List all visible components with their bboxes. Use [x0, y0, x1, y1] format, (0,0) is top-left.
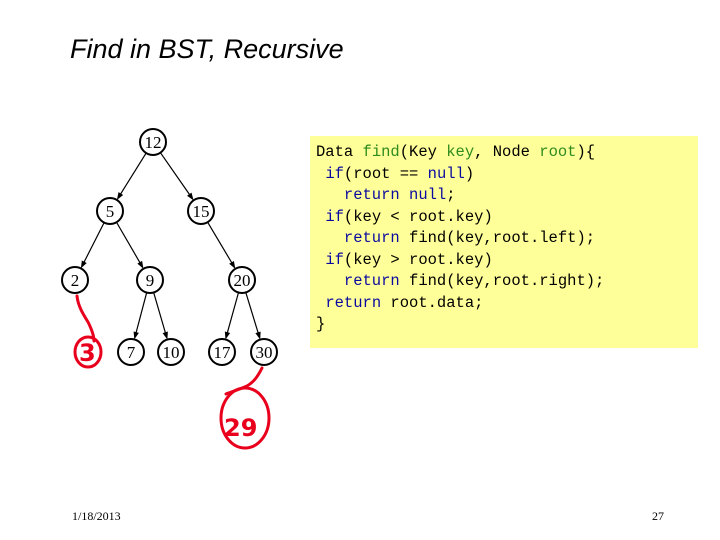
tree-node-label-30: 30 [256, 343, 273, 362]
tree-node-label-2: 2 [71, 271, 80, 290]
edge-n5-n9 [116, 221, 143, 267]
code-token: return [343, 272, 400, 290]
code-token: key [446, 143, 475, 161]
tree-node-15 [187, 197, 215, 225]
code-token: find [362, 143, 400, 161]
code-token: ; [446, 186, 456, 204]
tree-node-label-7: 7 [127, 343, 136, 362]
code-token [316, 251, 325, 269]
code-panel: Data find(Key key, Node root){ if(root =… [310, 136, 698, 348]
tree-node-label-15: 15 [193, 202, 210, 221]
code-token: null [427, 164, 465, 183]
code-line: if(key < root.key) [316, 207, 493, 229]
arrowhead-n9-n10 [162, 331, 168, 340]
code-token: (Key [399, 143, 447, 161]
tree-node-17 [208, 338, 236, 366]
tree-node-label-12: 12 [145, 133, 162, 152]
code-line: return root.data; [316, 293, 483, 315]
arrowhead-n12-n5 [116, 192, 124, 200]
arrowhead-n20-n30 [255, 331, 261, 340]
edge-n5-n2 [81, 222, 105, 267]
code-token: return [325, 293, 382, 312]
arrowhead-n15-n20 [229, 260, 236, 269]
tree-node-7 [117, 338, 145, 366]
tree-edges [80, 152, 261, 340]
code-token: (key < root.key) [343, 207, 493, 226]
tree-node-5 [96, 197, 124, 225]
tree-node-label-20: 20 [234, 271, 251, 290]
code-line: if(root == null) [316, 164, 474, 186]
code-token: null [409, 186, 447, 204]
code-token: return [343, 229, 400, 247]
edge-n9-n10 [153, 292, 168, 337]
tree-node-2 [61, 266, 89, 294]
arrowhead-n20-n17 [224, 331, 231, 340]
edge-n9-n7 [134, 292, 148, 337]
tree-node-20 [228, 266, 256, 294]
handwritten-label-29: 29 [224, 414, 257, 442]
tree-node-30 [250, 338, 278, 366]
code-token: ) [464, 164, 475, 183]
code-token: } [316, 315, 326, 333]
tree-node-10 [157, 338, 185, 366]
code-token: , Node [474, 143, 540, 161]
code-token: if [325, 207, 344, 226]
code-token: return [343, 186, 400, 204]
tree-node-label-10: 10 [163, 343, 180, 362]
edge-n15-n20 [207, 221, 235, 267]
tree-node-label-5: 5 [106, 202, 115, 221]
code-token: if [325, 250, 344, 269]
arrowhead-n5-n2 [80, 260, 87, 269]
code-token: root [539, 143, 577, 161]
code-token: (key > root.key) [343, 250, 493, 269]
code-token [316, 208, 325, 226]
code-token: root.data; [381, 293, 484, 312]
edge-n12-n5 [117, 152, 147, 198]
code-token [316, 186, 344, 204]
tree-node-9 [136, 266, 164, 294]
code-token: Data [316, 143, 363, 161]
slide-date: 1/18/2013 [72, 509, 121, 523]
tree-node-12 [139, 128, 167, 156]
arrowhead-n5-n9 [137, 260, 144, 269]
tree-node-label-17: 17 [214, 343, 232, 362]
code-line: return find(key,root.left); [316, 228, 595, 250]
code-token [400, 186, 409, 204]
arrowhead-n12-n15 [187, 192, 194, 201]
code-token: ){ [576, 143, 596, 161]
handwritten-annotations: 3 29 [73, 294, 271, 450]
slide-page-number: 27 [652, 509, 664, 523]
edge-n20-n30 [245, 292, 260, 337]
handwritten-circle-29 [219, 386, 271, 450]
edge-n20-n17 [225, 292, 240, 337]
code-line: return find(key,root.right); [316, 271, 604, 293]
code-token: (root == [343, 164, 428, 183]
code-line: if(key > root.key) [316, 250, 493, 272]
tree-nodes: 12 5 15 2 9 20 7 10 17 30 [61, 128, 278, 366]
code-line: return null; [316, 185, 456, 207]
code-token [316, 294, 325, 312]
code-token: if [325, 164, 344, 183]
slide-title: Find in BST, Recursive [70, 34, 344, 64]
edge-n12-n15 [159, 152, 193, 199]
code-line: Data find(Key key, Node root){ [316, 142, 595, 164]
arrowhead-n9-n7 [133, 331, 139, 340]
code-token: find(key,root.right); [399, 272, 605, 290]
handwritten-label-3: 3 [79, 339, 96, 367]
code-token [316, 165, 325, 183]
handwritten-circle-3 [73, 335, 103, 369]
code-token: find(key,root.left); [399, 229, 596, 247]
code-token [316, 229, 344, 247]
tree-node-label-9: 9 [146, 271, 155, 290]
handwritten-stroke-3 [75, 294, 96, 343]
code-token [316, 272, 344, 290]
code-line: } [316, 314, 325, 336]
